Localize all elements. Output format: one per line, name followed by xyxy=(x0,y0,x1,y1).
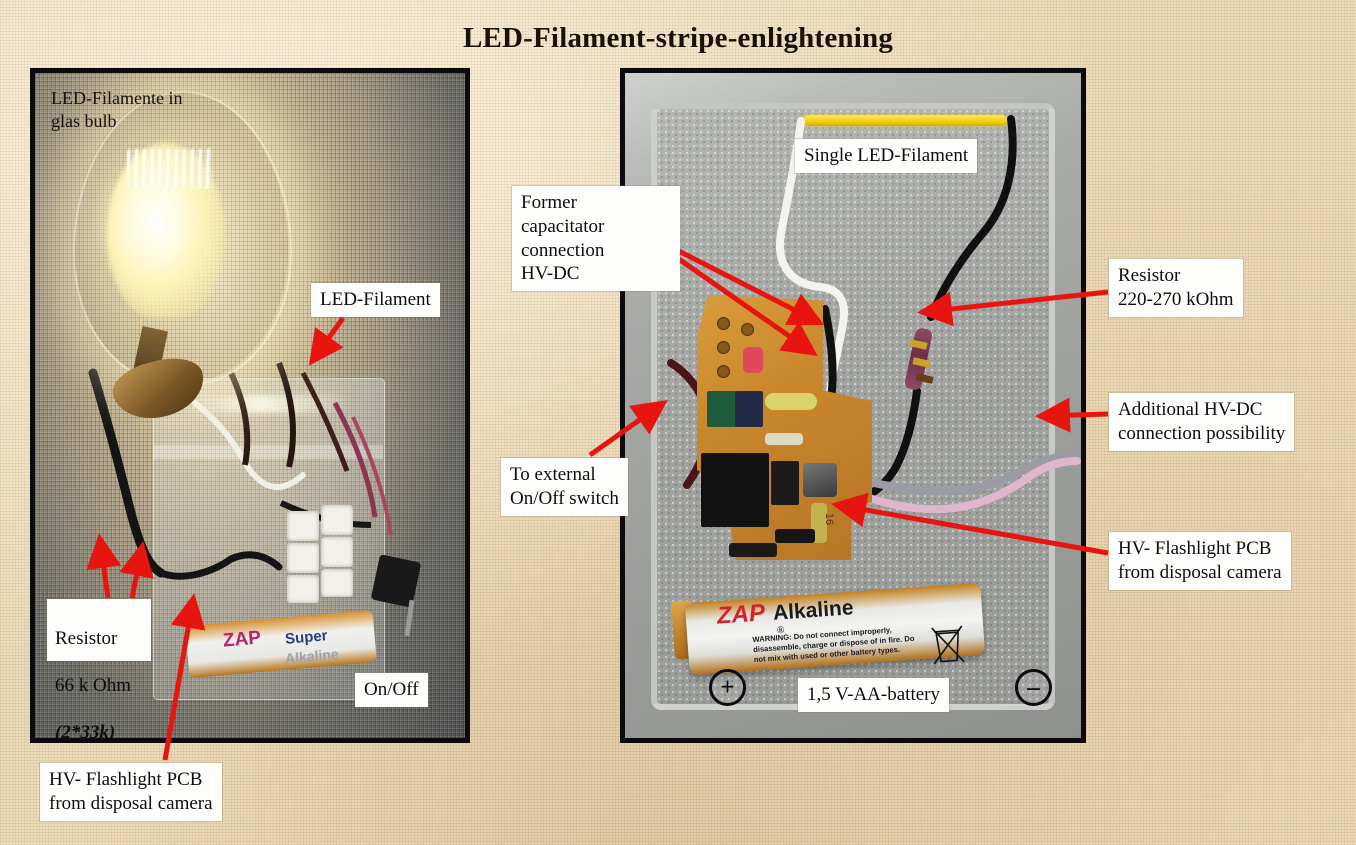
pcb-hole-2 xyxy=(717,341,730,354)
terminal-block-5 xyxy=(287,575,319,603)
wheelie-bin-crossed-icon xyxy=(931,625,965,665)
label-led-filament: LED-Filament xyxy=(311,283,440,317)
label-on-off-left: On/Off xyxy=(355,673,428,707)
polarity-minus: – xyxy=(1015,669,1052,706)
page-title: LED-Filament-stripe-enlightening xyxy=(462,22,894,54)
label-single-led-filament: Single LED-Filament xyxy=(795,139,978,173)
pcb-silkscreen-label: 16 xyxy=(823,512,836,526)
polarity-plus: + xyxy=(709,669,746,706)
label-former-capacitator: Former capacitator connection HV-DC xyxy=(512,186,680,291)
label-battery-right: 1,5 V-AA-battery xyxy=(798,678,949,712)
label-resistor-left: Resistor 66 k Ohm (2*33k) xyxy=(47,599,151,743)
blue-capacitor xyxy=(735,391,763,427)
plastic-box-lid-edge xyxy=(153,445,383,459)
pcb-hole-1 xyxy=(717,317,730,330)
label-additional-hvdc: Additional HV-DC connection possibility xyxy=(1109,393,1295,451)
black-component xyxy=(771,461,799,505)
label-resistor-left-line3: (2*33k) xyxy=(55,721,116,743)
battery-brand-left: ZAP xyxy=(222,627,262,652)
label-bulb-caption: LED-Filamente in glas bulb xyxy=(51,88,183,131)
label-hv-pcb-right: HV- Flashlight PCB from disposal camera xyxy=(1109,532,1291,590)
smd-part-2 xyxy=(729,543,777,557)
battery-brand-right: ZAP xyxy=(716,599,766,630)
smd-part-1 xyxy=(775,529,815,543)
single-led-filament-strip xyxy=(803,115,1007,126)
terminal-block-4 xyxy=(321,537,353,567)
pcb-hole-4 xyxy=(741,323,754,336)
pcb-hole-3 xyxy=(717,365,730,378)
light-reflection xyxy=(183,395,353,413)
label-hv-pcb-left: HV- Flashlight PCB from disposal camera xyxy=(40,763,222,821)
led-filament-strips xyxy=(127,149,213,189)
label-to-external-switch: To external On/Off switch xyxy=(501,458,628,516)
diode xyxy=(811,503,827,543)
yellow-capacitor xyxy=(765,393,817,410)
terminal-block-2 xyxy=(321,505,353,535)
metal-component xyxy=(803,463,837,497)
terminal-block-3 xyxy=(287,543,319,573)
label-resistor-right: Resistor 220-270 kOhm xyxy=(1109,259,1243,317)
label-resistor-left-line1: Resistor xyxy=(55,627,118,649)
transformer xyxy=(701,453,769,527)
small-resistor xyxy=(765,433,803,445)
terminal-block-6 xyxy=(321,569,353,597)
red-led xyxy=(743,347,763,373)
terminal-block-1 xyxy=(287,511,319,541)
label-resistor-left-line2: 66 k Ohm xyxy=(55,675,131,697)
